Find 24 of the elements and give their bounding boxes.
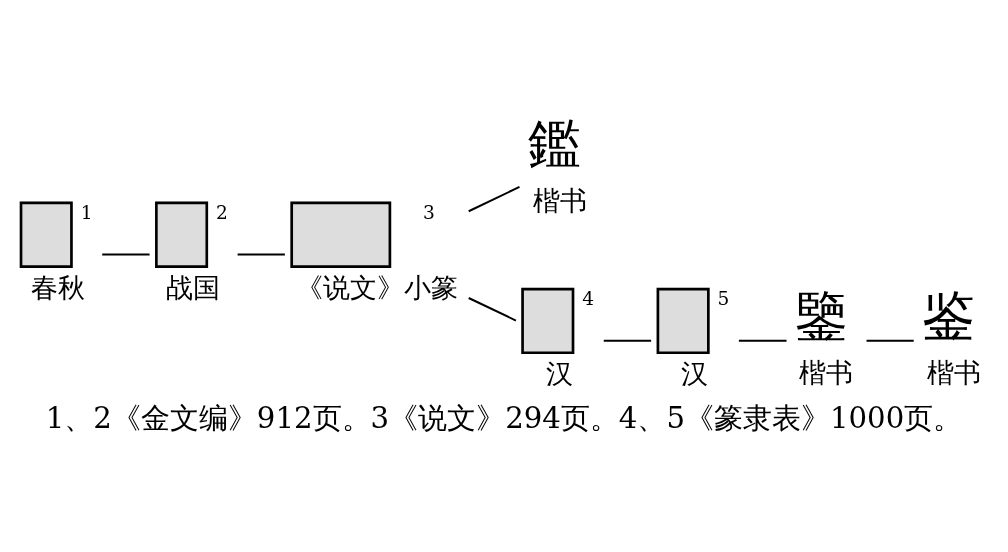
connector bbox=[467, 296, 517, 322]
node-label: 1 bbox=[80, 201, 93, 223]
connector bbox=[602, 339, 653, 342]
node-text: 鑒 bbox=[794, 284, 848, 347]
node-label: 汉 bbox=[545, 357, 573, 389]
node-label: 4 bbox=[582, 287, 595, 309]
node-label: 3 bbox=[423, 201, 435, 223]
node-label: 战国 bbox=[166, 271, 221, 303]
node-label: 2 bbox=[216, 201, 228, 223]
connector bbox=[865, 339, 915, 342]
node-label: 《说文》小篆 bbox=[295, 271, 458, 303]
node-text: 鉴 bbox=[921, 284, 975, 347]
node-label: 春秋 bbox=[30, 271, 85, 303]
connector bbox=[737, 339, 788, 342]
node-label: 楷书 bbox=[532, 183, 587, 215]
node-text: 鑑 bbox=[527, 112, 581, 175]
node-label: 楷书 bbox=[799, 356, 854, 388]
caption: 1、2《金文编》912页。3《说文》294页。4、5《篆隶表》1000页。 bbox=[45, 400, 963, 435]
node-label: 5 bbox=[717, 287, 730, 309]
connector bbox=[236, 253, 286, 256]
connector bbox=[101, 253, 151, 256]
node-label: 汉 bbox=[681, 357, 709, 389]
node-label: 楷书 bbox=[926, 356, 981, 388]
connector bbox=[467, 185, 521, 212]
